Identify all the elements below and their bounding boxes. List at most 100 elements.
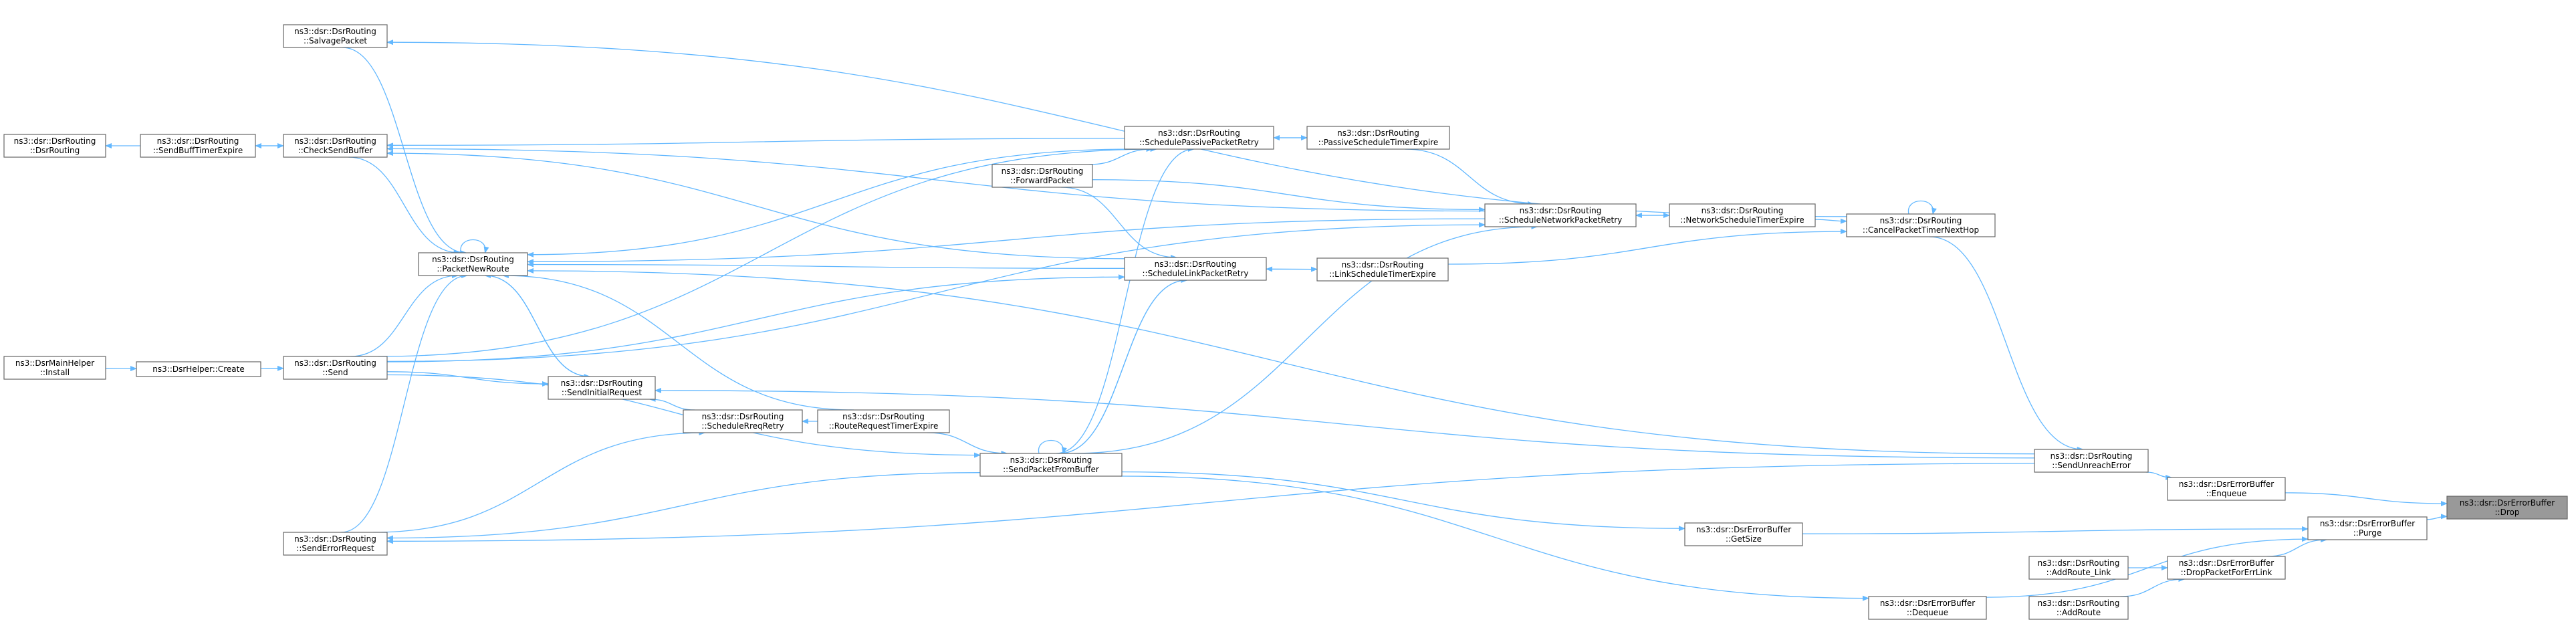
node-forward[interactable]: ns3::dsr::DsrRouting::ForwardPacket: [991, 164, 1093, 188]
node-send-initial[interactable]: ns3::dsr::DsrRouting::SendInitialRequest: [548, 376, 656, 400]
node-label-line: ns3::dsr::DsrErrorBuffer: [2179, 558, 2274, 568]
node-enqueue[interactable]: ns3::dsr::DsrErrorBuffer::Enqueue: [2167, 477, 2286, 501]
node-label-line: ns3::DsrMainHelper: [15, 358, 94, 368]
node-dequeue[interactable]: ns3::dsr::DsrErrorBuffer::Dequeue: [1868, 596, 1987, 620]
node-label-line: ::RouteRequestTimerExpire: [829, 421, 939, 431]
call-edges: [105, 39, 2448, 601]
call-edge-route_req_expire-to-packet_new_route: [501, 273, 854, 411]
call-edge-send_from_buf-to-send_from_buf: [1038, 440, 1067, 454]
call-edge-send_from_buf-to-sched_link: [1059, 278, 1188, 454]
node-label-line: ::SendPacketFromBuffer: [1003, 465, 1099, 474]
node-box: [136, 361, 261, 377]
node-label-line: ::ScheduleNetworkPacketRetry: [1499, 215, 1623, 225]
function-nodes: ns3::dsr::DsrErrorBuffer::Dropns3::dsr::…: [3, 24, 2568, 620]
node-box: [1306, 126, 1450, 150]
call-edge-forward-to-sched_link: [1060, 187, 1177, 260]
node-check-send-buf[interactable]: ns3::dsr::DsrRouting::CheckSendBuffer: [283, 134, 388, 158]
node-label-line: ns3::dsr::DsrRouting: [2038, 558, 2120, 568]
node-send-err-req[interactable]: ns3::dsr::DsrRouting::SendErrorRequest: [283, 532, 388, 556]
call-edge-sched_req-to-send_initial: [649, 397, 695, 411]
node-route-req-expire[interactable]: ns3::dsr::DsrRouting::RouteRequestTimerE…: [817, 409, 950, 433]
node-box: [2307, 516, 2428, 540]
node-box: [683, 409, 803, 433]
node-box: [283, 532, 388, 556]
node-box: [2034, 449, 2149, 473]
node-label-line: ns3::dsr::DsrRouting: [157, 136, 239, 146]
call-edge-purge-to-drop: [2426, 514, 2448, 520]
call-edge-passive_expire-to-sched_net_retry: [1405, 148, 1535, 207]
node-box: [283, 356, 388, 380]
node-label-line: ns3::dsr::DsrRouting: [2038, 599, 2120, 608]
node-box: [817, 409, 950, 433]
node-label-line: ::SendInitialRequest: [562, 388, 642, 397]
node-label-line: ::Send: [322, 368, 348, 377]
node-addroute[interactable]: ns3::dsr::DsrRouting::AddRoute: [2028, 596, 2129, 620]
node-helper-create[interactable]: ns3::DsrHelper::Create: [136, 361, 261, 377]
node-label-line: ns3::dsr::DsrRouting: [1520, 206, 1602, 215]
node-label-line: ::SendBuffTimerExpire: [153, 146, 243, 155]
node-box: [283, 24, 388, 48]
call-edge-getsize-to-purge: [1802, 526, 2309, 534]
node-label-line: ns3::dsr::DsrRouting: [1002, 167, 1084, 176]
node-label-line: ::CheckSendBuffer: [298, 146, 373, 155]
call-edge-send_err_req-to-packet_new_route: [340, 273, 469, 533]
call-edge-send_unreach-to-send_initial: [655, 387, 2035, 459]
node-main-install[interactable]: ns3::DsrMainHelper::Install: [3, 356, 106, 380]
call-edge-sched_passive-to-packet_new_route: [527, 148, 1134, 257]
node-label-line: ::ScheduleRreqRetry: [701, 421, 784, 431]
node-link-expire[interactable]: ns3::dsr::DsrRouting::LinkScheduleTimerE…: [1316, 257, 1449, 282]
call-edge-cancel_timer-to-salvage: [386, 39, 1847, 217]
node-packet-new-route[interactable]: ns3::dsr::DsrRouting::PacketNewRoute: [418, 252, 528, 276]
node-box: [1684, 522, 1803, 546]
node-label-line: ns3::dsr::DsrRouting: [842, 412, 925, 421]
node-ctor[interactable]: ns3::dsr::DsrRouting::DsrRouting: [3, 134, 106, 158]
call-edge-send_unreach-to-packet_new_route: [527, 268, 2035, 455]
node-send-unreach[interactable]: ns3::dsr::DsrRouting::SendUnreachError: [2034, 449, 2149, 473]
node-label-line: ::DropPacketForErrLink: [2181, 568, 2272, 577]
node-box: [3, 356, 106, 380]
node-sched-passive[interactable]: ns3::dsr::DsrRouting::SchedulePassivePac…: [1124, 126, 1274, 150]
node-purge[interactable]: ns3::dsr::DsrErrorBuffer::Purge: [2307, 516, 2428, 540]
node-label-line: ns3::dsr::DsrRouting: [294, 27, 376, 36]
call-edge-sched_link-to-check_send_buf: [386, 150, 1125, 259]
node-label-line: ::ScheduleLinkPacketRetry: [1143, 269, 1249, 278]
node-label-line: ns3::dsr::DsrRouting: [432, 255, 514, 264]
node-sched-net-retry[interactable]: ns3::dsr::DsrRouting::ScheduleNetworkPac…: [1484, 203, 1637, 227]
node-send-from-buf[interactable]: ns3::dsr::DsrRouting::SendPacketFromBuff…: [979, 453, 1123, 477]
call-edge-send_unreach-to-enqueue: [2145, 471, 2173, 480]
node-buff-timer[interactable]: ns3::dsr::DsrRouting::SendBuffTimerExpir…: [140, 134, 256, 158]
node-passive-expire[interactable]: ns3::dsr::DsrRouting::PassiveScheduleTim…: [1306, 126, 1450, 150]
node-addroute-link[interactable]: ns3::dsr::DsrRouting::AddRoute_Link: [2028, 556, 2129, 580]
call-edge-forward-to-sched_net_retry: [1092, 179, 1486, 213]
node-drop-link[interactable]: ns3::dsr::DsrErrorBuffer::DropPacketForE…: [2167, 556, 2286, 580]
call-edge-send_from_buf-to-sched_passive: [1056, 146, 1195, 454]
call-edge-send_from_buf-to-sched_net_retry: [1074, 224, 1538, 454]
call-edge-cancel_timer-to-send_unreach: [1929, 236, 2084, 452]
node-send[interactable]: ns3::dsr::DsrRouting::Send: [283, 356, 388, 380]
node-label-line: ns3::dsr::DsrRouting: [561, 379, 643, 388]
node-drop[interactable]: ns3::dsr::DsrErrorBuffer::Drop: [2446, 496, 2568, 520]
node-getsize[interactable]: ns3::dsr::DsrErrorBuffer::GetSize: [1684, 522, 1803, 546]
node-cancel-timer[interactable]: ns3::dsr::DsrRouting::CancelPacketTimerN…: [1846, 213, 1996, 237]
call-edge-salvage-to-packet_new_route: [342, 47, 467, 255]
node-box: [2167, 477, 2286, 501]
node-label-line: ns3::dsr::DsrRouting: [294, 358, 376, 368]
call-edge-drop_link-to-purge: [2266, 537, 2328, 557]
node-label-line: ns3::dsr::DsrErrorBuffer: [2320, 519, 2415, 528]
node-box: [548, 376, 656, 400]
node-label-line: ns3::dsr::DsrRouting: [1702, 206, 1784, 215]
node-label-line: ::Purge: [2353, 528, 2381, 538]
node-box: [2028, 556, 2129, 580]
call-edge-packet_new_route-to-packet_new_route: [460, 239, 489, 253]
node-sched-link[interactable]: ns3::dsr::DsrRouting::ScheduleLinkPacket…: [1124, 257, 1267, 281]
node-label-line: ::NetworkScheduleTimerExpire: [1680, 215, 1804, 225]
node-label-line: ns3::dsr::DsrErrorBuffer: [1696, 525, 1791, 534]
node-label-line: ns3::dsr::DsrRouting: [294, 534, 376, 544]
node-label-line: ::SendErrorRequest: [296, 544, 374, 553]
node-sched-req[interactable]: ns3::dsr::DsrRouting::ScheduleRreqRetry: [683, 409, 803, 433]
node-box: [1316, 257, 1449, 282]
call-edge-link_expire-to-cancel_timer: [1447, 229, 1847, 265]
node-salvage[interactable]: ns3::dsr::DsrRouting::SalvagePacket: [283, 24, 388, 48]
node-net-sched-expire[interactable]: ns3::dsr::DsrRouting::NetworkScheduleTim…: [1669, 203, 1816, 227]
node-label-line: ::Install: [40, 368, 70, 377]
